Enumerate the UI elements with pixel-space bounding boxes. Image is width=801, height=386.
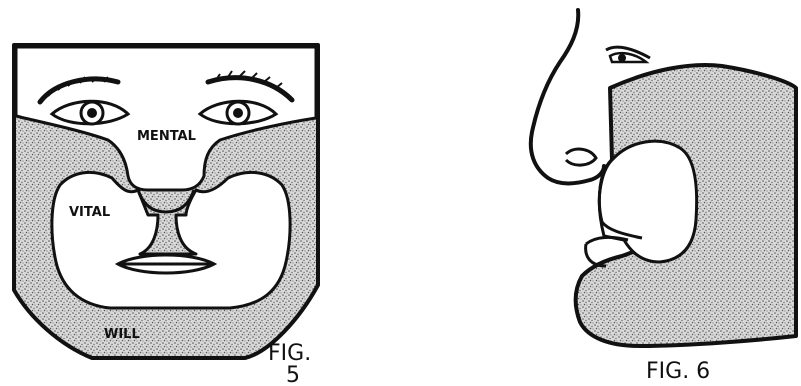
profile-vital-zone bbox=[599, 141, 696, 262]
figure-6-profile-face: FIG. 6 bbox=[531, 10, 796, 384]
profile-nose-line bbox=[531, 10, 604, 184]
lips bbox=[118, 255, 214, 273]
label-will: WILL bbox=[104, 327, 140, 342]
profile-nostril bbox=[566, 149, 596, 165]
figure-5-front-face: MENTAL VITAL WILL FIG. 5 bbox=[14, 45, 318, 386]
label-vital: VITAL bbox=[69, 205, 110, 220]
label-mental: MENTAL bbox=[137, 129, 196, 144]
fig5-caption-line2: 5 bbox=[286, 363, 300, 386]
profile-eye bbox=[606, 47, 650, 62]
fig6-caption: FIG. 6 bbox=[646, 359, 710, 384]
